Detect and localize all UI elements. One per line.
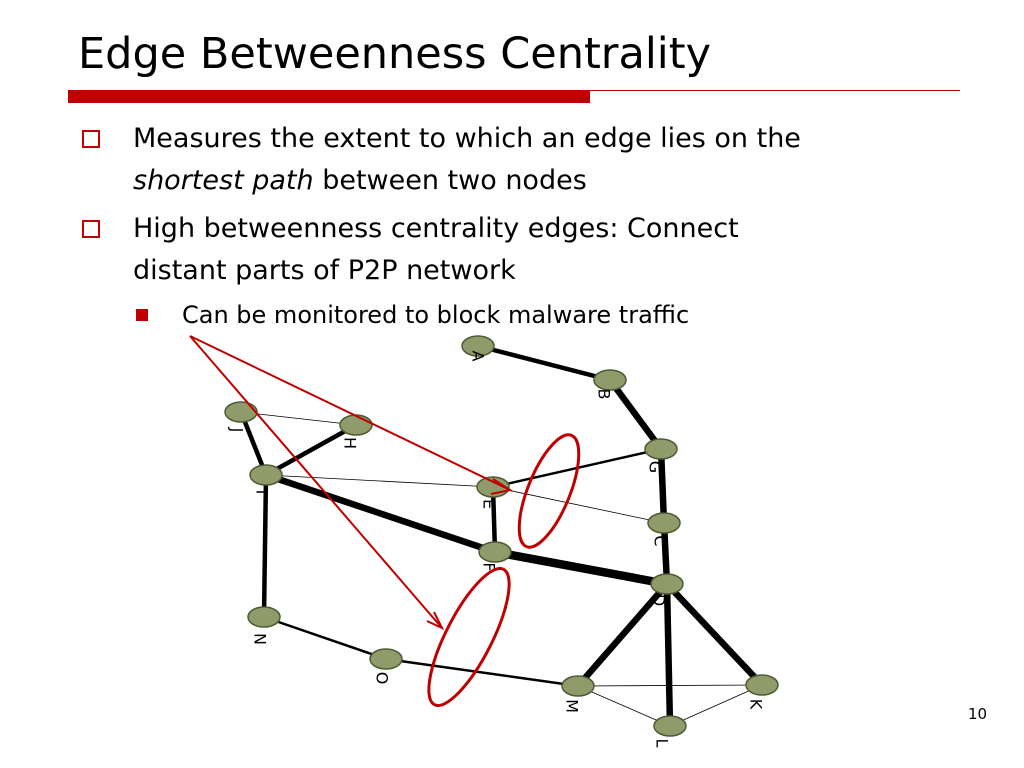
node-label-K: K <box>747 699 766 710</box>
edge-M-K <box>577 684 763 687</box>
arrowhead-1 <box>490 478 513 495</box>
highlight-ellipse-lower <box>427 566 511 708</box>
edge-I-E <box>265 474 494 488</box>
node-C <box>647 512 681 534</box>
annotations <box>189 335 581 708</box>
edge-O-M <box>384 657 580 688</box>
node-H <box>339 414 373 436</box>
bullet-1-text: Measures the extent to which an edge lie… <box>133 118 801 202</box>
graph-nodes <box>224 335 779 737</box>
node-label-O: O <box>373 672 392 685</box>
node-N <box>247 606 281 628</box>
node-label-H: H <box>341 437 360 449</box>
filled-square-bullet-icon <box>136 309 148 321</box>
node-label-E: E <box>480 499 499 509</box>
node-M <box>561 675 595 697</box>
edge-E-C <box>492 486 665 524</box>
annotation-arrow-2 <box>189 335 443 629</box>
edge-G-C <box>657 445 668 527</box>
node-label-B: B <box>595 389 614 400</box>
node-F <box>478 541 512 563</box>
node-B <box>593 369 627 391</box>
bullet-2-text: High betweenness centrality edges: Conne… <box>133 208 739 292</box>
edge-I-F <box>262 471 499 556</box>
page-number: 10 <box>968 705 988 723</box>
edge-H-I <box>263 422 359 478</box>
title-rule-thin <box>590 90 960 91</box>
node-label-N: N <box>251 633 270 645</box>
node-label-F: F <box>480 562 499 571</box>
edge-B-G <box>606 376 665 453</box>
edge-M-L <box>577 685 671 727</box>
node-D <box>650 573 684 595</box>
slide-title: Edge Betweenness Centrality <box>78 29 712 79</box>
node-I <box>249 464 283 486</box>
edge-J-H <box>240 411 357 426</box>
hollow-square-bullet-icon <box>82 130 100 148</box>
graph-labels: A B G J H I E C F D N O M K L <box>228 351 766 748</box>
arrowhead-2 <box>426 611 445 631</box>
edge-D-M <box>574 580 671 690</box>
edge-I-N <box>261 472 269 620</box>
node-label-I: I <box>253 490 272 495</box>
node-label-D: D <box>650 594 669 606</box>
node-O <box>369 648 403 670</box>
node-label-L: L <box>653 739 672 748</box>
node-label-G: G <box>646 461 665 473</box>
node-label-J: J <box>228 427 247 433</box>
node-label-M: M <box>563 699 582 713</box>
annotation-arrow-1 <box>189 335 511 491</box>
bullet-2-line-1: High betweenness centrality edges: Conne… <box>133 213 739 244</box>
highlight-ellipse-upper <box>517 433 581 549</box>
node-K <box>745 674 779 696</box>
node-G <box>644 438 678 460</box>
edge-D-L <box>663 580 674 730</box>
edge-J-I <box>238 409 269 478</box>
node-A <box>461 335 495 357</box>
edge-L-K <box>669 684 763 727</box>
bullet-2-line-2: distant parts of P2P network <box>133 255 516 286</box>
edge-N-O <box>262 615 388 661</box>
node-label-C: C <box>651 535 670 546</box>
title-rule-thick <box>68 90 590 103</box>
hollow-square-bullet-icon <box>82 220 100 238</box>
bullet-1-line-2: between two nodes <box>313 165 587 196</box>
bullet-1-line-1: Measures the extent to which an edge lie… <box>133 123 801 154</box>
edge-F-D <box>490 547 672 589</box>
edge-D-K <box>663 580 766 689</box>
node-J <box>224 401 258 423</box>
edge-A-B <box>475 343 613 383</box>
node-label-A: A <box>469 351 488 362</box>
sub-bullet-text: Can be monitored to block malware traffi… <box>182 301 690 329</box>
graph-edges <box>238 343 766 730</box>
bullet-1-italic: shortest path <box>133 165 314 196</box>
edge-E-F <box>490 484 498 555</box>
node-L <box>653 715 687 737</box>
